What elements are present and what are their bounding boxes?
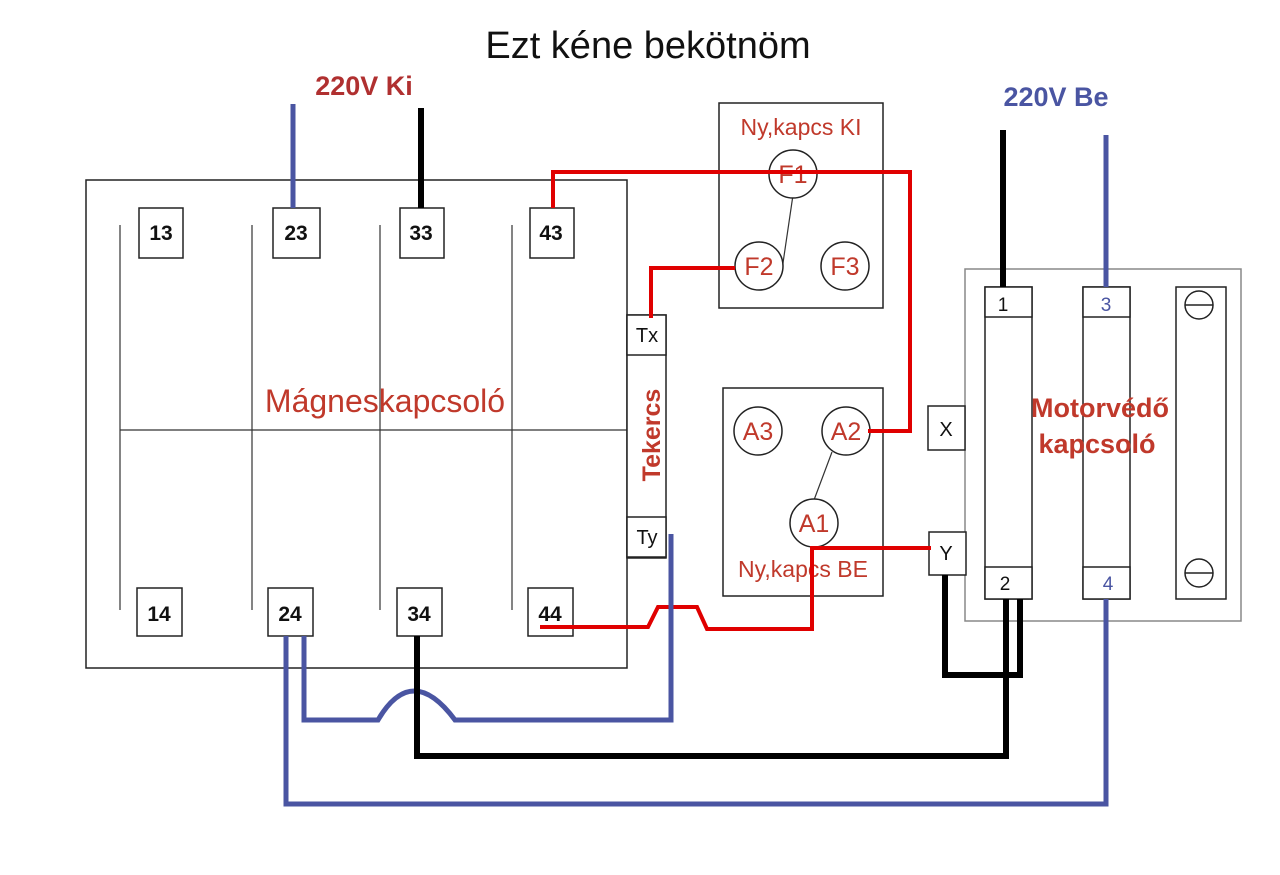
diagram-title: Ezt kéne bekötnöm bbox=[485, 25, 810, 67]
aux-terminal-y[interactable] bbox=[928, 531, 967, 576]
contactor-label: Mágneskapcsoló bbox=[265, 383, 505, 419]
terminal-1-label: 1 bbox=[998, 295, 1009, 316]
contactor-body bbox=[85, 179, 628, 669]
terminal-a3[interactable] bbox=[733, 406, 783, 456]
terminal-23[interactable] bbox=[272, 207, 321, 259]
terminal-14-label: 14 bbox=[147, 603, 171, 626]
terminal-1[interactable] bbox=[984, 286, 1033, 318]
terminal-24[interactable] bbox=[267, 587, 314, 637]
terminal-14[interactable] bbox=[136, 587, 183, 637]
motor-protector-label-1: Motorvédő bbox=[1031, 393, 1169, 423]
terminal-4-label: 4 bbox=[1103, 574, 1114, 595]
terminal-33-label: 33 bbox=[409, 222, 432, 245]
pole-1-2 bbox=[984, 286, 1033, 600]
coil-terminal-tx-label: Tx bbox=[636, 325, 658, 347]
motor-protector-label-2: kapcsoló bbox=[1038, 429, 1155, 459]
terminal-3-label: 3 bbox=[1101, 295, 1112, 316]
supply-out-label: 220V Ki bbox=[315, 71, 413, 101]
coil-terminal-tx[interactable] bbox=[626, 314, 667, 356]
terminal-a1-label: A1 bbox=[799, 510, 830, 538]
switch-on-label: Ny,kapcs BE bbox=[738, 556, 868, 582]
pole-3-4 bbox=[1082, 286, 1131, 600]
coil-terminal-ty[interactable] bbox=[626, 516, 667, 558]
terminal-44-label: 44 bbox=[538, 603, 562, 626]
aux-terminal-x-label: X bbox=[939, 419, 952, 441]
contactor: 13 23 33 43 14 24 34 44 Mágneskapcsoló T… bbox=[85, 179, 667, 669]
screw-icon bbox=[1184, 290, 1214, 320]
wire-red-43-f1-a2 bbox=[551, 170, 912, 433]
switch-off: Ny,kapcs KI F1 F2 F3 bbox=[718, 102, 884, 309]
terminal-2-label: 2 bbox=[1000, 574, 1011, 595]
pole-3 bbox=[1175, 286, 1227, 600]
terminal-23-label: 23 bbox=[284, 222, 307, 245]
terminal-43-label: 43 bbox=[539, 222, 562, 245]
terminal-4[interactable] bbox=[1082, 566, 1131, 600]
terminal-f3[interactable] bbox=[820, 241, 870, 291]
terminal-a2-label: A2 bbox=[831, 418, 862, 446]
motor-protector: 1 3 2 4 Motorvédő kapcsoló X Y bbox=[927, 268, 1242, 622]
wire-red-f2-tx bbox=[649, 266, 735, 318]
screw-icon bbox=[1184, 558, 1214, 588]
wire-blue-24-4 bbox=[283, 599, 1109, 807]
terminal-13-label: 13 bbox=[149, 222, 172, 245]
terminal-24-label: 24 bbox=[278, 603, 302, 626]
switch-off-label: Ny,kapcs KI bbox=[741, 114, 862, 140]
terminal-f1-label: F1 bbox=[778, 161, 807, 189]
coil-terminal-ty-label: Ty bbox=[636, 527, 657, 549]
switch-on: A3 A2 A1 Ny,kapcs BE bbox=[722, 387, 884, 597]
terminal-34-label: 34 bbox=[407, 603, 431, 626]
terminal-f2-label: F2 bbox=[744, 253, 773, 281]
supply-in-label: 220V Be bbox=[1003, 82, 1108, 112]
terminal-f3-label: F3 bbox=[830, 253, 859, 281]
coil-label: Tekercs bbox=[638, 389, 666, 482]
terminal-34[interactable] bbox=[396, 587, 443, 637]
aux-terminal-x[interactable] bbox=[927, 405, 966, 451]
wire-red-44-a1-y bbox=[540, 546, 931, 631]
terminal-a3-label: A3 bbox=[743, 418, 774, 446]
aux-terminal-y-label: Y bbox=[939, 543, 952, 565]
wire-black-y-2 bbox=[942, 575, 1023, 678]
terminal-13[interactable] bbox=[138, 207, 184, 259]
